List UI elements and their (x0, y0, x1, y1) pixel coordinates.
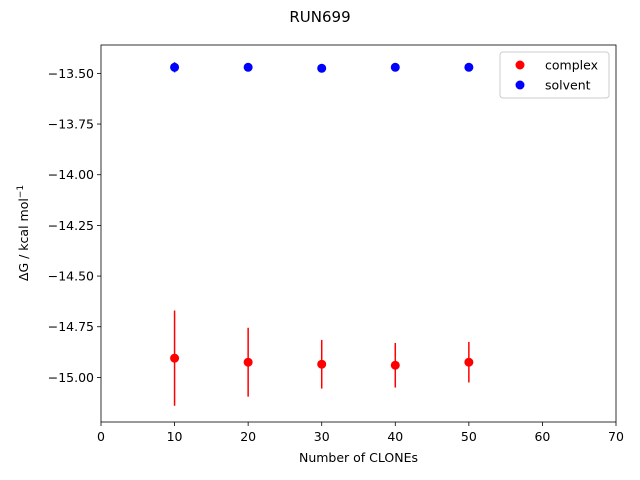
legend-marker-solvent (515, 80, 525, 90)
legend-label-complex: complex (545, 58, 598, 73)
legend-label-solvent: solvent (545, 78, 591, 93)
y-tick-label-3: −14.25 (48, 218, 94, 233)
x-tick-label-5: 50 (461, 429, 477, 444)
point-complex-4 (464, 357, 474, 367)
point-complex-2 (317, 359, 327, 369)
point-solvent-1 (243, 62, 253, 72)
axes: 0 10 20 30 40 50 60 70 −15.00 −14.75 −14.50 −14.25 −… (48, 44, 624, 444)
legend-box (499, 51, 610, 99)
axes-frame (100, 44, 617, 423)
legend: complex solvent (499, 51, 610, 99)
y-axis-label: ΔG / kcal mol−1 (16, 185, 31, 281)
y-tick-label-2: −14.50 (48, 269, 94, 284)
x-tick-label-4: 40 (387, 429, 403, 444)
plot-area (170, 62, 474, 406)
x-tick-label-2: 20 (240, 429, 256, 444)
point-complex-1 (243, 357, 253, 367)
y-axis-label-main: ΔG / kcal mol (16, 198, 31, 281)
point-solvent-2 (317, 63, 327, 73)
x-tick-label-6: 60 (534, 429, 550, 444)
x-tick-label-7: 70 (608, 429, 624, 444)
point-solvent-4 (464, 62, 474, 72)
y-tick-label-6: −13.50 (48, 66, 94, 81)
legend-marker-complex (515, 60, 525, 70)
y-tick-label-1: −14.75 (48, 319, 94, 334)
chart-title: RUN699 (289, 8, 350, 26)
y-axis-label-sup: −1 (16, 185, 26, 198)
x-tick-label-3: 30 (314, 429, 330, 444)
x-tick-label-0: 0 (97, 429, 105, 444)
y-tick-label-5: −13.75 (48, 117, 94, 132)
point-solvent-0 (170, 62, 180, 72)
point-complex-3 (390, 360, 400, 370)
point-complex-0 (170, 353, 180, 363)
y-tick-label-4: −14.00 (48, 167, 94, 182)
y-tick-label-0: −15.00 (48, 370, 94, 385)
x-tick-label-1: 10 (167, 429, 183, 444)
x-axis-label: Number of CLONEs (299, 450, 418, 465)
point-solvent-3 (390, 62, 400, 72)
